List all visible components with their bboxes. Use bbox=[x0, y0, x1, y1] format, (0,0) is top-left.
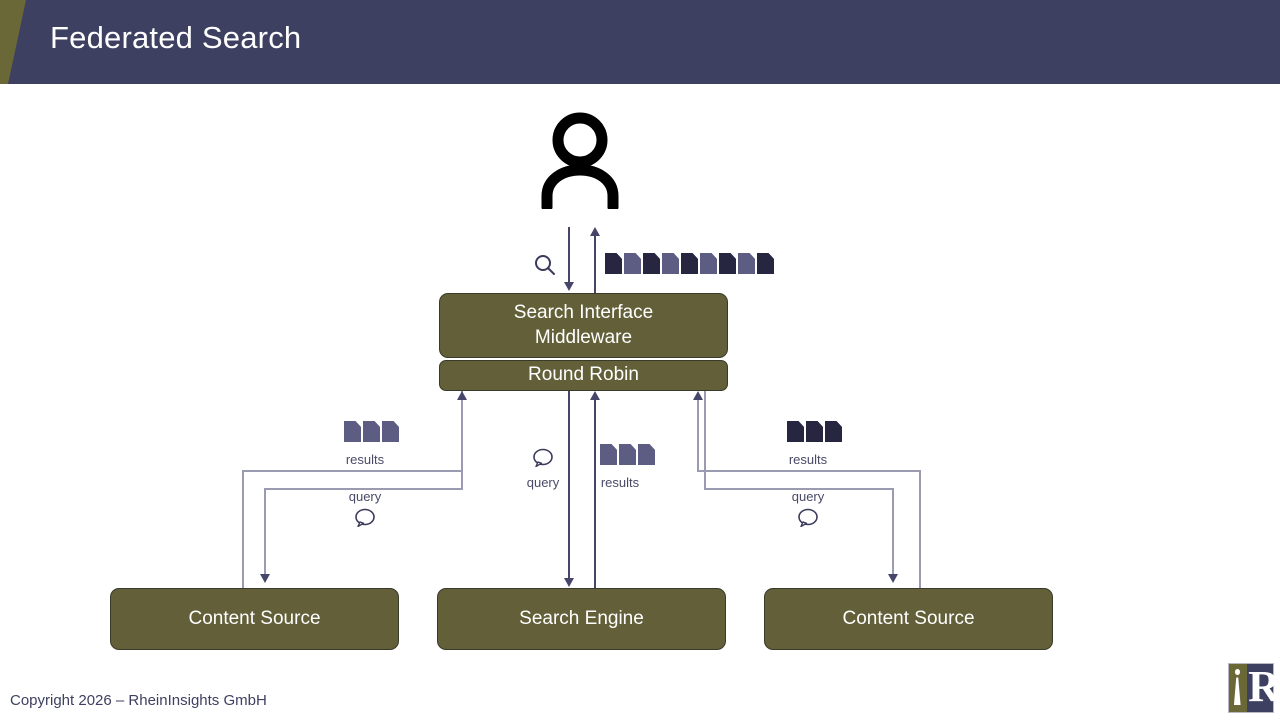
node-middleware[interactable]: Search Interface Middleware bbox=[439, 293, 728, 358]
edge-middleware-to-source-right-seg1 bbox=[704, 391, 706, 489]
chat-bubble-icon bbox=[354, 508, 376, 528]
edge-middleware-to-source-left-seg3 bbox=[264, 488, 266, 576]
document-icon bbox=[382, 421, 399, 442]
document-icon bbox=[363, 421, 380, 442]
person-icon bbox=[541, 112, 619, 213]
edge-middleware-to-search-engine bbox=[568, 391, 570, 581]
node-search-engine[interactable]: Search Engine bbox=[437, 588, 726, 650]
logo-left-panel bbox=[1229, 664, 1247, 712]
arrowhead-up bbox=[590, 391, 600, 400]
document-icon bbox=[605, 253, 622, 274]
edge-label-query-center: query bbox=[526, 475, 560, 490]
edge-source-right-to-middleware-seg2 bbox=[697, 470, 921, 472]
node-middleware-line2: Middleware bbox=[534, 326, 633, 348]
logo-i-dot bbox=[1234, 668, 1240, 675]
edge-source-right-to-middleware-seg3 bbox=[697, 400, 699, 470]
slide-header: Federated Search bbox=[0, 0, 1280, 84]
logo-right-panel: R bbox=[1246, 661, 1280, 712]
results-document-stack-left bbox=[344, 421, 399, 442]
document-icon bbox=[738, 253, 755, 274]
node-round-robin[interactable]: Round Robin bbox=[439, 360, 728, 391]
arrowhead-down bbox=[260, 574, 270, 583]
edge-source-left-to-middleware-seg2 bbox=[242, 470, 462, 472]
results-document-stack-top bbox=[605, 253, 774, 274]
document-icon bbox=[806, 421, 823, 442]
edge-label-query-right: query bbox=[791, 489, 825, 504]
edge-search-engine-to-middleware bbox=[594, 400, 596, 588]
document-icon bbox=[344, 421, 361, 442]
edge-label-query-left: query bbox=[348, 489, 382, 504]
arrowhead-up bbox=[457, 391, 467, 400]
document-icon bbox=[719, 253, 736, 274]
header-accent-stripe bbox=[0, 0, 26, 84]
edge-source-right-to-middleware-seg1 bbox=[919, 470, 921, 588]
copyright-text: Copyright 2026 – RheinInsights GmbH bbox=[10, 692, 267, 709]
arrowhead-up bbox=[590, 227, 600, 236]
document-icon bbox=[643, 253, 660, 274]
results-document-stack-right bbox=[787, 421, 842, 442]
edge-middleware-to-user bbox=[594, 236, 596, 293]
edge-source-left-to-middleware-seg3 bbox=[461, 400, 463, 470]
arrowhead-down bbox=[888, 574, 898, 583]
arrowhead-up bbox=[693, 391, 703, 400]
document-icon bbox=[600, 444, 617, 465]
document-icon bbox=[825, 421, 842, 442]
chat-bubble-icon bbox=[797, 508, 819, 528]
document-icon bbox=[619, 444, 636, 465]
logo-i-stem bbox=[1233, 677, 1241, 706]
document-icon bbox=[787, 421, 804, 442]
results-document-stack-center bbox=[600, 444, 655, 465]
document-icon bbox=[681, 253, 698, 274]
chat-bubble-icon bbox=[532, 448, 554, 468]
edge-source-left-to-middleware-seg1 bbox=[242, 470, 244, 588]
document-icon bbox=[700, 253, 717, 274]
logo-r-letter: R bbox=[1248, 661, 1280, 711]
node-middleware-line1: Search Interface bbox=[513, 302, 654, 324]
edge-label-results-left: results bbox=[345, 452, 385, 467]
document-icon bbox=[757, 253, 774, 274]
search-icon bbox=[533, 253, 557, 277]
edge-user-to-middleware bbox=[568, 227, 570, 284]
node-content-source-right[interactable]: Content Source bbox=[764, 588, 1053, 650]
arrowhead-down bbox=[564, 282, 574, 291]
edge-middleware-to-source-right-seg3 bbox=[892, 488, 894, 576]
page-title: Federated Search bbox=[50, 20, 302, 55]
document-icon bbox=[624, 253, 641, 274]
edge-middleware-to-source-left-seg2 bbox=[264, 488, 463, 490]
edge-label-results-right: results bbox=[788, 452, 828, 467]
rheininsights-logo: R bbox=[1228, 661, 1280, 713]
document-icon bbox=[638, 444, 655, 465]
node-content-source-left[interactable]: Content Source bbox=[110, 588, 399, 650]
edge-middleware-to-source-right-seg2 bbox=[704, 488, 894, 490]
arrowhead-down bbox=[564, 578, 574, 587]
edge-label-results-center: results bbox=[600, 475, 640, 490]
document-icon bbox=[662, 253, 679, 274]
